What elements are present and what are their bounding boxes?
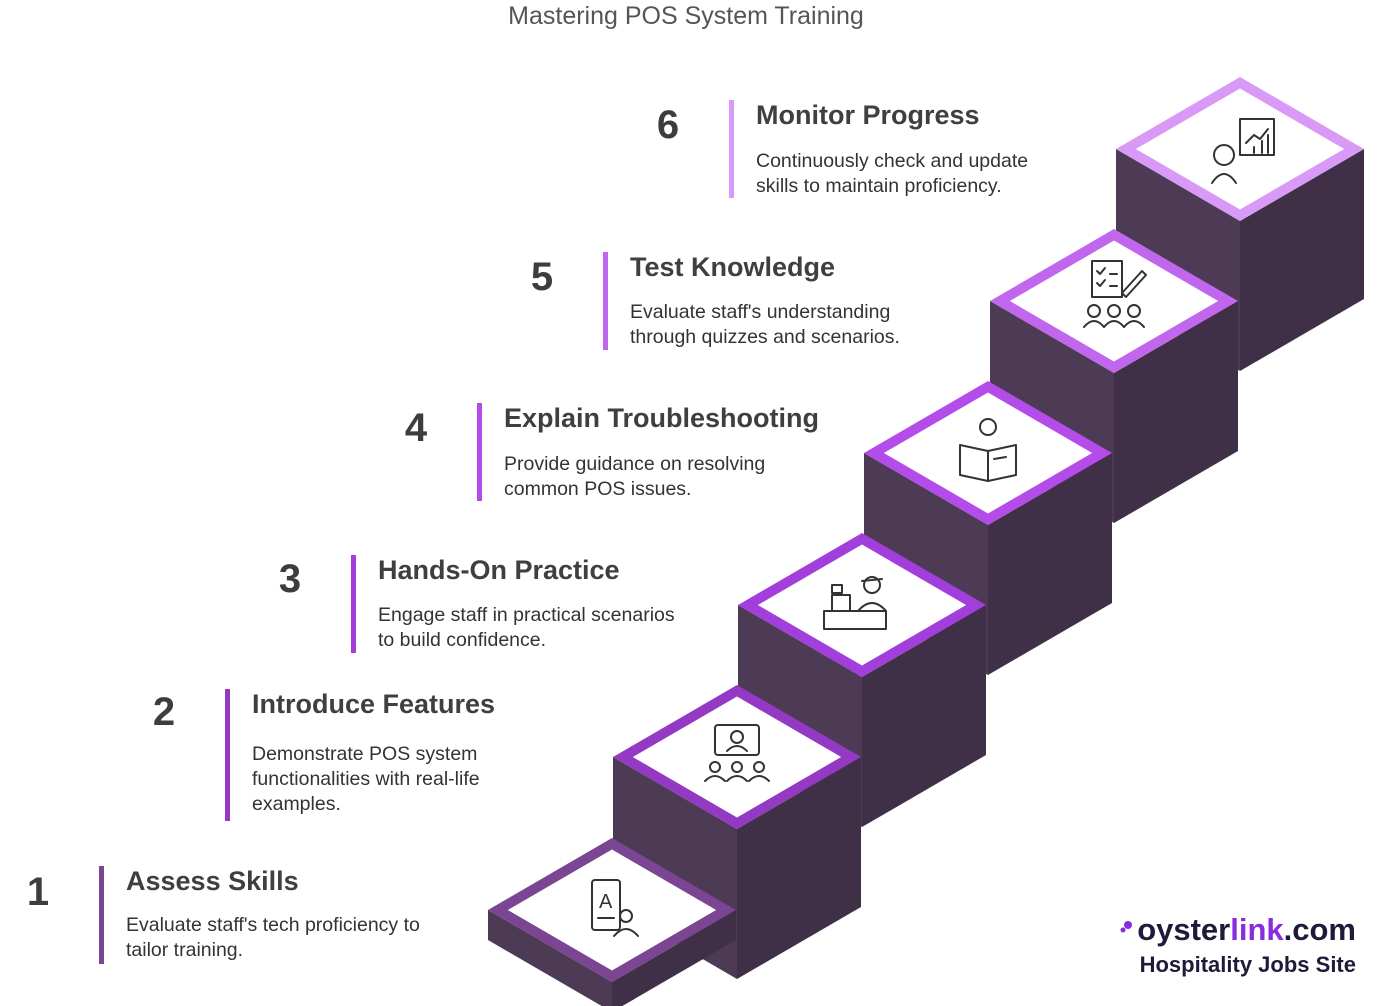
step-number: 4: [404, 406, 428, 450]
page-title: Mastering POS System Training: [508, 2, 864, 30]
step-title: Explain Troubleshooting: [504, 403, 820, 433]
step-description: Engage staff in practical scenarios to b…: [378, 604, 675, 651]
step-description: Evaluate staff's understanding through q…: [630, 301, 900, 348]
brand-name: oysterlink.com: [1094, 912, 1356, 948]
quiz-group-icon: [1083, 260, 1147, 328]
step-accent-bar: [729, 100, 734, 198]
step-number: 1: [26, 870, 50, 914]
step-description: Provide guidance on resolving common POS…: [504, 453, 766, 500]
step-description: Demonstrate POS system functionalities w…: [252, 743, 480, 815]
step-accent-bar: [99, 866, 104, 964]
step-title: Monitor Progress: [756, 100, 980, 130]
step-number: 6: [656, 103, 680, 147]
step-accent-bar: [603, 252, 608, 350]
step-number: 2: [152, 690, 176, 734]
step-1-block: A: [488, 838, 736, 1006]
step-accent-bar: [477, 403, 482, 501]
svg-text:A: A: [599, 891, 613, 913]
assessment-icon: A: [591, 879, 639, 937]
brand-tagline: Hospitality Jobs Site: [1139, 952, 1356, 977]
step-title: Test Knowledge: [630, 252, 836, 282]
brand-suffix: .com: [1283, 912, 1356, 947]
step-description: Evaluate staff's tech proficiency to tai…: [126, 914, 420, 961]
step-title: Introduce Features: [252, 689, 496, 719]
brand-highlight: link: [1230, 912, 1284, 947]
step-number: 3: [278, 557, 302, 601]
step-title: Assess Skills: [126, 866, 299, 896]
step-description: Continuously check and update skills to …: [756, 150, 1029, 197]
brand-logo: oysterlink.com Hospitality Jobs Site: [1094, 912, 1356, 978]
presentation-audience-icon: [704, 724, 770, 782]
reading-manual-icon: [959, 418, 1017, 482]
step-accent-bar: [225, 689, 230, 821]
cashier-register-icon: [823, 576, 887, 630]
brand-mark-icon: [1120, 921, 1133, 933]
step-accent-bar: [351, 555, 356, 653]
progress-chart-icon: [1211, 118, 1275, 184]
brand-prefix: oyster: [1137, 912, 1231, 947]
step-title: Hands-On Practice: [378, 555, 620, 585]
step-number: 5: [530, 255, 554, 299]
